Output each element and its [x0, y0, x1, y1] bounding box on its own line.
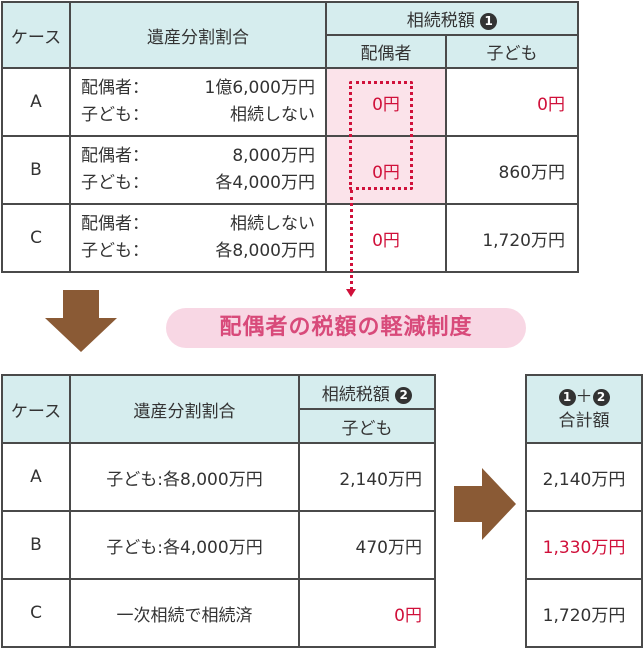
split-cell: 配偶者： 1億6,000万円 子ども： 相続しない	[69, 67, 327, 137]
split-who: 配偶者：	[81, 146, 149, 166]
dotted-arrow-head-icon	[346, 289, 356, 297]
header-tax-label: 相続税額	[406, 11, 475, 31]
split-who: 子ども：	[81, 105, 149, 125]
header-tax: 相続税額 2	[298, 374, 436, 410]
table-total: 1＋2 合計額 2,140万円 1,330万円 1,720万円	[525, 374, 643, 648]
split-who: 子ども：	[81, 173, 149, 193]
split-who: 子ども：	[81, 241, 149, 261]
case-cell: A	[1, 67, 71, 137]
header-total: 1＋2 合計額	[525, 374, 643, 444]
header-split: 遺産分割割合	[69, 1, 327, 69]
case-cell: B	[1, 135, 71, 205]
case-cell: C	[1, 203, 71, 273]
split-value: 各8,000万円	[215, 241, 315, 261]
split-who: 配偶者：	[81, 214, 149, 234]
child-tax-cell: 860万円	[445, 135, 579, 205]
right-arrow-icon	[454, 468, 516, 540]
header-tax-label: 相続税額	[321, 384, 390, 405]
child-tax-cell: 0円	[445, 67, 579, 137]
case-cell: A	[1, 442, 71, 512]
header-child: 子ども	[298, 408, 436, 444]
split-cell: 子ども:各8,000万円	[69, 442, 300, 512]
split-cell: 一次相続で相続済	[69, 578, 300, 648]
table-row: A 配偶者： 1億6,000万円 子ども： 相続しない 0円 0円	[1, 67, 579, 137]
header-case: ケース	[1, 1, 71, 69]
split-value: 各4,000万円	[215, 173, 315, 193]
spouse-zero-highlight	[349, 81, 413, 190]
split-cell: 子ども:各4,000万円	[69, 510, 300, 580]
header-spouse: 配偶者	[325, 34, 447, 69]
table-row: A 子ども:各8,000万円 2,140万円	[1, 442, 436, 512]
split-cell: 配偶者： 相続しない 子ども： 各8,000万円	[69, 203, 327, 273]
spouse-tax-cell: 0円	[325, 67, 447, 137]
mark-1-icon: 1	[480, 13, 498, 30]
split-value: 相続しない	[230, 214, 315, 234]
down-arrow-icon	[45, 290, 117, 352]
table-row: B 配偶者： 8,000万円 子ども： 各4,000万円 0円 860万円	[1, 135, 579, 205]
header-split: 遺産分割割合	[69, 374, 300, 444]
split-value: 8,000万円	[232, 146, 315, 166]
mark-2-icon: 2	[395, 386, 413, 404]
header-tax: 相続税額 1	[325, 1, 579, 36]
child-tax-cell: 1,720万円	[445, 203, 579, 273]
total-cell: 2,140万円	[525, 442, 643, 512]
child-tax-cell: 0円	[298, 578, 436, 648]
split-cell: 配偶者： 8,000万円 子ども： 各4,000万円	[69, 135, 327, 205]
plus-sign: ＋	[575, 387, 593, 407]
split-who: 配偶者：	[81, 78, 149, 98]
header-child: 子ども	[445, 34, 579, 69]
split-value: 1億6,000万円	[204, 78, 315, 98]
mark-2-icon: 2	[592, 389, 610, 406]
dotted-connector-line	[350, 190, 353, 290]
table-row: 1,720万円	[525, 578, 643, 648]
table-row: 1,330万円	[525, 510, 643, 580]
child-tax-cell: 470万円	[298, 510, 436, 580]
spouse-tax-cell: 0円	[325, 135, 447, 205]
spouse-tax-reduction-label: 配偶者の税額の軽減制度	[166, 308, 526, 348]
header-total-label: 合計額	[558, 411, 610, 431]
table-first-inheritance: ケース 遺産分割割合 相続税額 1 配偶者 子ども A 配偶者： 1億6,000万…	[1, 1, 579, 273]
mark-1-icon: 1	[558, 389, 576, 406]
header-case: ケース	[1, 374, 71, 444]
case-cell: C	[1, 578, 71, 648]
table-row: 2,140万円	[525, 442, 643, 512]
split-value: 相続しない	[230, 105, 315, 125]
child-tax-cell: 2,140万円	[298, 442, 436, 512]
case-cell: B	[1, 510, 71, 580]
table-row: C 配偶者： 相続しない 子ども： 各8,000万円 0円 1,720万円	[1, 203, 579, 273]
table-row: C 一次相続で相続済 0円	[1, 578, 436, 648]
total-cell: 1,720万円	[525, 578, 643, 648]
table-row: B 子ども:各4,000万円 470万円	[1, 510, 436, 580]
spouse-tax-cell: 0円	[325, 203, 447, 273]
table-second-inheritance: ケース 遺産分割割合 相続税額 2 子ども A 子ども:各8,000万円 2,1…	[1, 374, 436, 648]
total-cell: 1,330万円	[525, 510, 643, 580]
